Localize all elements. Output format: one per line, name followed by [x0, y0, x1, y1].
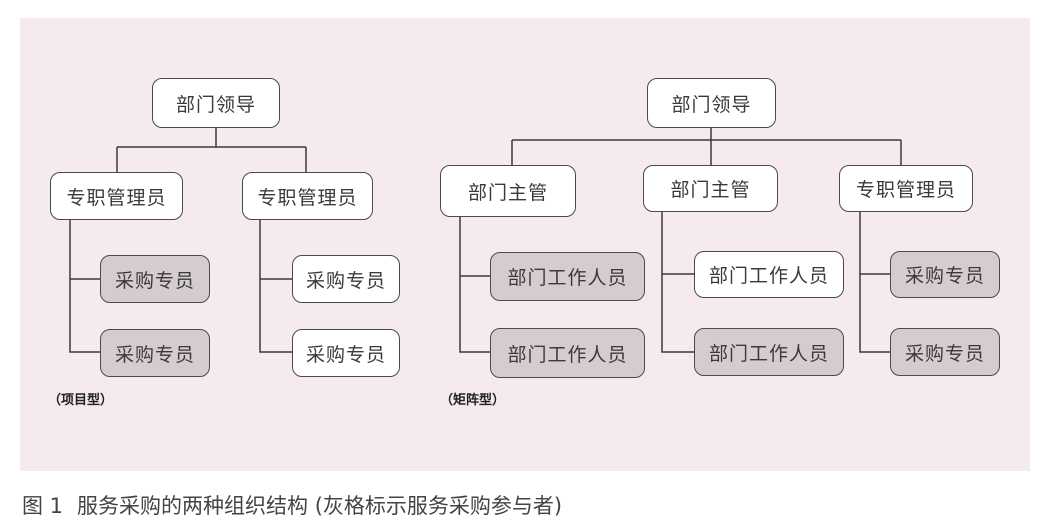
right-a-spine: [459, 217, 490, 353]
right-b-item-2: 部门工作人员: [694, 328, 844, 376]
right-a-item-2: 部门工作人员: [490, 328, 645, 378]
right-branch-c-box: 专职管理员: [839, 165, 973, 212]
left-b-item-2: 采购专员: [292, 329, 400, 377]
right-root-box: 部门领导: [647, 78, 776, 128]
right-b-spine: [661, 212, 694, 353]
right-branch-a-box: 部门主管: [440, 165, 576, 217]
figure-number: 图 1: [22, 494, 64, 518]
right-a-item-1: 部门工作人员: [490, 252, 645, 301]
right-c-item-2: 采购专员: [890, 328, 1000, 376]
right-c-spine: [859, 212, 890, 353]
left-branch-b-box: 专职管理员: [242, 172, 373, 220]
left-b-item-1: 采购专员: [292, 255, 400, 303]
left-a-item-2: 采购专员: [100, 329, 210, 377]
right-b-item-1: 部门工作人员: [694, 251, 844, 298]
figure-caption: 图 1 服务采购的两种组织结构 (灰格标示服务采购参与者): [22, 490, 562, 520]
left-a-spine: [69, 220, 100, 353]
figure-caption-text: 服务采购的两种组织结构 (灰格标示服务采购参与者): [77, 494, 563, 518]
left-branch-a-box: 专职管理员: [50, 172, 183, 220]
right-branch-b-box: 部门主管: [643, 165, 778, 212]
left-chart-type-label: （项目型）: [48, 393, 114, 408]
left-a-item-1: 采购专员: [100, 255, 210, 303]
left-b-spine: [259, 220, 292, 353]
right-c-item-1: 采购专员: [890, 251, 1000, 298]
left-root-box: 部门领导: [152, 78, 280, 128]
right-chart-type-label: （矩阵型）: [440, 393, 506, 408]
